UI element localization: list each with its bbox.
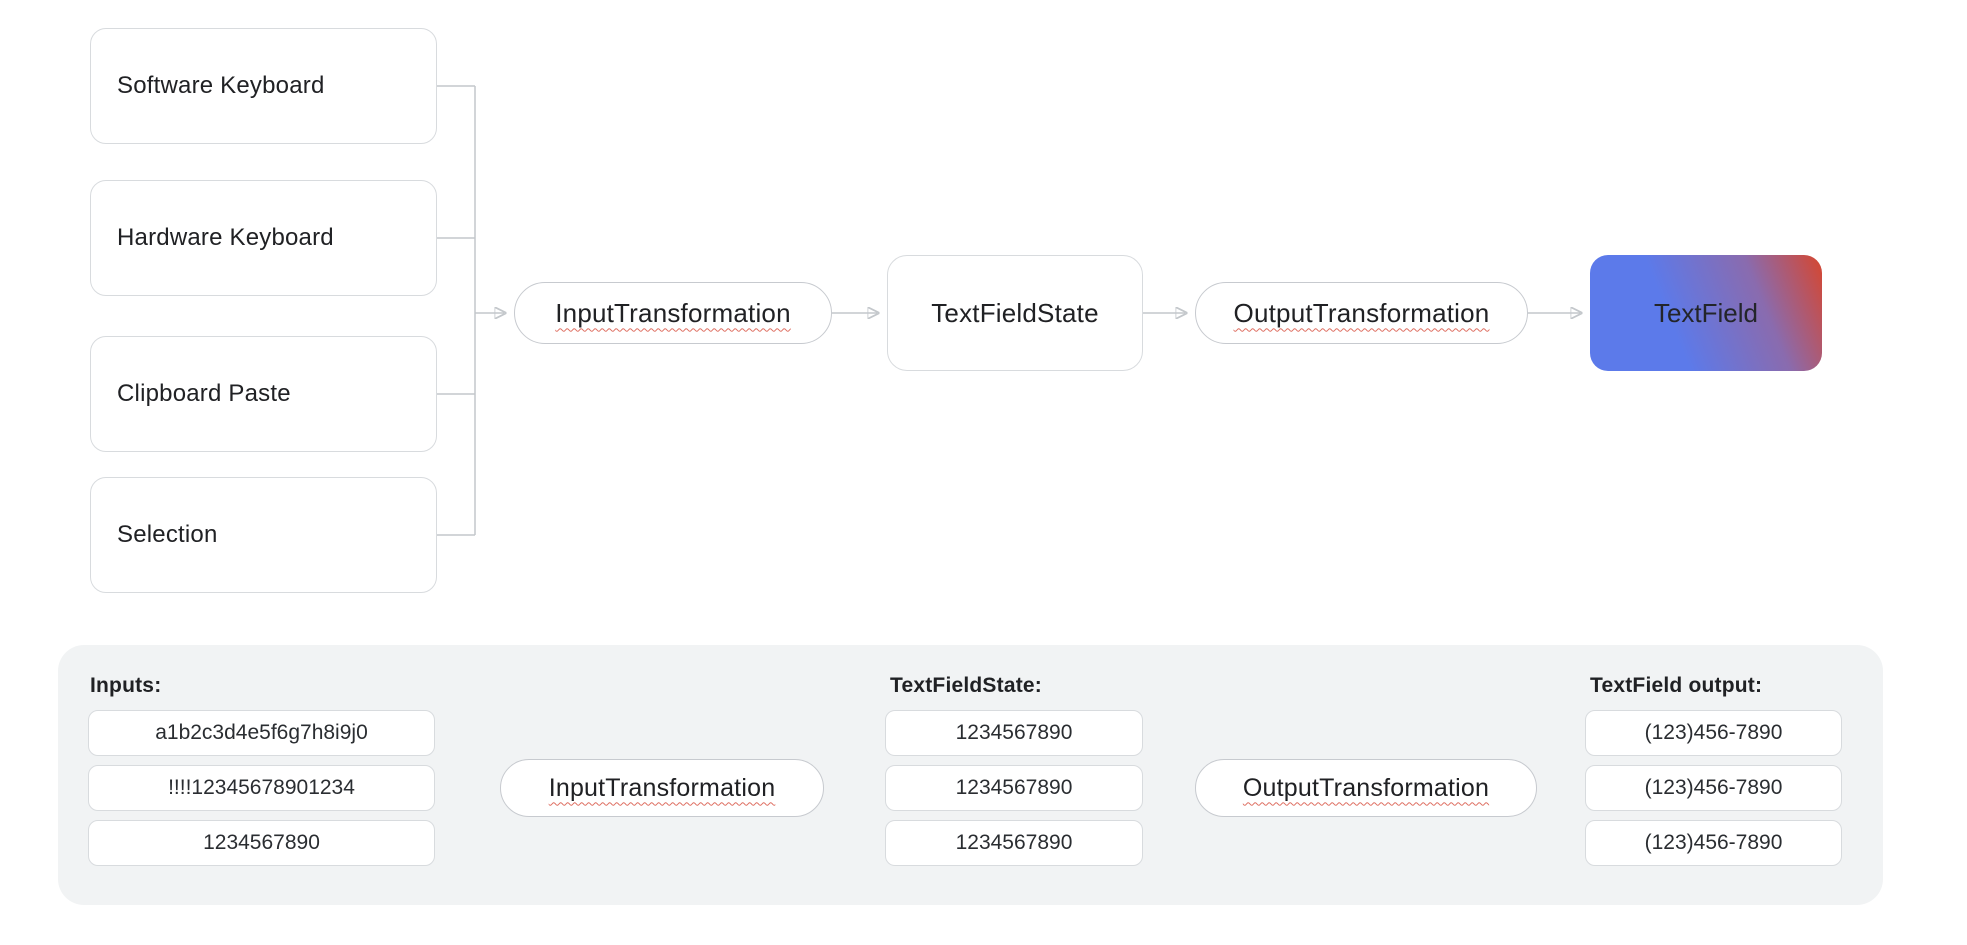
text-field-label: TextField bbox=[1653, 297, 1759, 328]
source-label: Hardware Keyboard bbox=[117, 224, 334, 251]
source-label: Software Keyboard bbox=[117, 72, 325, 99]
source-label: Selection bbox=[117, 521, 218, 548]
example-output-cell: (123)456-7890 bbox=[1585, 820, 1842, 866]
example-input-value: !!!!12345678901234 bbox=[168, 776, 355, 799]
connector-sources-bus bbox=[437, 85, 476, 536]
source-box-clipboard-paste: Clipboard Paste bbox=[90, 336, 437, 452]
source-box-software-keyboard: Software Keyboard bbox=[90, 28, 437, 144]
output-column-label: TextField output: bbox=[1590, 674, 1763, 697]
example-input-transformation-label: InputTransformation bbox=[548, 773, 776, 802]
example-input-cell: a1b2c3d4e5f6g7h8i9j0 bbox=[88, 710, 435, 756]
example-output-value: (123)456-7890 bbox=[1644, 721, 1783, 744]
example-input-cell: !!!!12345678901234 bbox=[88, 765, 435, 811]
input-transformation-pill: InputTransformation bbox=[514, 282, 832, 344]
example-input-value: a1b2c3d4e5f6g7h8i9j0 bbox=[155, 721, 368, 744]
source-box-selection: Selection bbox=[90, 477, 437, 593]
state-column-label: TextFieldState: bbox=[890, 674, 1042, 697]
output-transformation-pill: OutputTransformation bbox=[1195, 282, 1528, 344]
input-transformation-label: InputTransformation bbox=[555, 297, 791, 328]
example-input-cell: 1234567890 bbox=[88, 820, 435, 866]
source-box-hardware-keyboard: Hardware Keyboard bbox=[90, 180, 437, 296]
example-output-value: (123)456-7890 bbox=[1644, 831, 1783, 854]
example-state-cell: 1234567890 bbox=[885, 820, 1143, 866]
example-input-value: 1234567890 bbox=[203, 831, 320, 854]
example-output-cell: (123)456-7890 bbox=[1585, 765, 1842, 811]
example-output-transformation-label: OutputTransformation bbox=[1242, 773, 1490, 802]
example-state-cell: 1234567890 bbox=[885, 710, 1143, 756]
text-field-gradient-box: TextField bbox=[1590, 255, 1822, 371]
text-field-state-label: TextFieldState bbox=[931, 297, 1099, 328]
example-state-value: 1234567890 bbox=[955, 776, 1073, 799]
example-output-cell: (123)456-7890 bbox=[1585, 710, 1842, 756]
example-state-value: 1234567890 bbox=[955, 831, 1073, 854]
example-state-value: 1234567890 bbox=[955, 721, 1073, 744]
inputs-column-label: Inputs: bbox=[90, 674, 162, 697]
example-output-transformation-pill: OutputTransformation bbox=[1195, 759, 1537, 817]
output-transformation-label: OutputTransformation bbox=[1233, 297, 1490, 328]
example-output-value: (123)456-7890 bbox=[1644, 776, 1783, 799]
example-input-transformation-pill: InputTransformation bbox=[500, 759, 824, 817]
source-label: Clipboard Paste bbox=[117, 380, 291, 407]
text-field-state-box: TextFieldState bbox=[887, 255, 1143, 371]
example-state-cell: 1234567890 bbox=[885, 765, 1143, 811]
